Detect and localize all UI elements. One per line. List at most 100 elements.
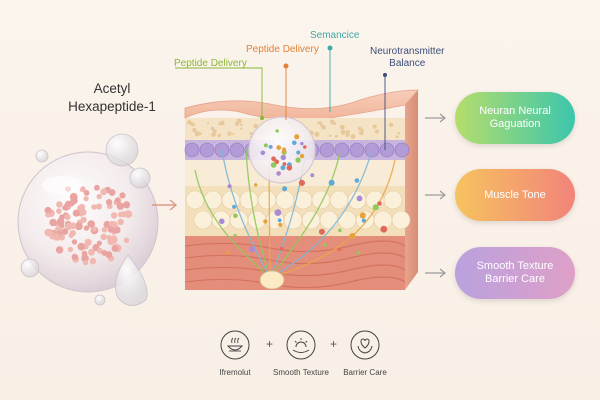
- ingredient-line-1: Acetyl: [93, 81, 131, 96]
- plus-separator-2: +: [330, 337, 338, 351]
- lens-molecule-dot: [263, 143, 268, 148]
- molecule-dot: [274, 209, 282, 217]
- peptide-particle: [91, 204, 97, 210]
- fat-cell: [391, 210, 411, 230]
- lens-molecule-dot: [296, 150, 301, 155]
- peptide-particle: [117, 218, 124, 226]
- heart-hands-icon: [350, 330, 380, 360]
- epidermis-dot: [187, 120, 192, 125]
- peptide-particle: [100, 233, 107, 241]
- epidermis-dot: [207, 122, 210, 125]
- peptide-particle: [64, 213, 71, 220]
- peptide-particle: [83, 190, 90, 196]
- peptide-particle: [96, 240, 102, 246]
- peptide-particle: [119, 192, 126, 199]
- molecule-dot: [323, 243, 327, 247]
- lens-molecule-dot: [303, 145, 307, 149]
- epidermis-dot: [321, 125, 326, 130]
- benefit-label-3: Barrier Care: [343, 368, 387, 377]
- peptide-particle: [103, 220, 111, 229]
- molecule-dot: [318, 228, 325, 235]
- molecule-dot: [377, 201, 382, 206]
- lens-molecule-dot: [282, 147, 287, 152]
- molecule-dot: [233, 233, 237, 237]
- fat-cell: [203, 190, 223, 210]
- peptide-particle: [123, 237, 130, 243]
- epidermis-dot: [319, 121, 323, 125]
- fat-cell: [193, 210, 213, 230]
- epidermis-dot: [388, 122, 394, 128]
- molecule-dot: [338, 228, 342, 233]
- peptide-particle: [91, 226, 97, 232]
- epidermis-dot: [199, 132, 202, 136]
- lens-molecule-dot: [276, 145, 282, 151]
- molecule-dot: [372, 204, 379, 211]
- outcome-pill-muscle-tone: Muscle Tone: [455, 169, 575, 221]
- lens-molecule-dot: [286, 165, 293, 171]
- epidermis-dot: [345, 130, 350, 134]
- peptide-particle: [106, 199, 113, 206]
- molecule-dot: [354, 178, 360, 183]
- epidermis-dot: [240, 123, 243, 127]
- label-neurotransmitter-line-1: Neurotransmitter: [370, 46, 445, 57]
- peptide-particle: [107, 226, 115, 233]
- peptide-particle: [123, 201, 131, 209]
- peptide-particle: [65, 200, 72, 207]
- lens-molecule-dot: [270, 162, 277, 168]
- lens-molecule-dot: [280, 165, 286, 171]
- peptide-particle: [108, 189, 116, 196]
- molecule-dot: [349, 233, 356, 240]
- molecule-dot: [356, 251, 361, 255]
- fat-cell: [383, 190, 403, 210]
- peptide-particle: [95, 203, 103, 210]
- purple-cell: [349, 142, 365, 158]
- epidermis-dot: [217, 133, 222, 138]
- outcome-muscle-line-1: Muscle Tone: [484, 188, 546, 201]
- peptide-particle: [82, 260, 89, 266]
- molecule-dot: [298, 179, 305, 186]
- epidermis-dot: [240, 127, 243, 130]
- peptide-particle: [49, 218, 57, 227]
- outcome-smooth-line-1: Smooth Texture: [476, 260, 554, 272]
- lens-molecule-dot: [275, 129, 279, 133]
- droplets: [20, 133, 151, 306]
- peptide-particle: [64, 222, 73, 231]
- peptide-particle: [62, 205, 68, 211]
- peptide-particle: [71, 253, 79, 261]
- label-peptide-delivery-green: Peptide Delivery: [174, 58, 247, 69]
- arrows-to-outcomes: [425, 113, 446, 278]
- fat-cell: [293, 190, 313, 210]
- molecule-dot: [249, 246, 256, 253]
- purple-cell: [184, 142, 200, 158]
- skin-cross-section: [184, 89, 419, 290]
- epidermis-dot: [249, 132, 253, 136]
- peptide-particle: [108, 220, 115, 227]
- peptide-particle: [55, 246, 64, 254]
- purple-cell: [334, 142, 350, 158]
- lens-molecule-dot: [292, 140, 297, 146]
- molecule-dot: [277, 218, 282, 223]
- epidermis-dot: [395, 135, 399, 139]
- lens-molecule-dot: [271, 156, 276, 162]
- peptide-particle: [72, 209, 80, 217]
- benefit-label-1: Ifremolut: [219, 368, 251, 377]
- benefit-label-2: Smooth Texture: [273, 368, 329, 377]
- lens-molecule-dot: [282, 162, 287, 166]
- peptide-particle: [74, 222, 83, 231]
- peptide-particle: [100, 188, 107, 196]
- peptide-sphere: [17, 151, 159, 293]
- arrow-to-skin: [152, 199, 178, 211]
- epidermis-dot: [334, 134, 338, 138]
- peptide-particle: [53, 233, 61, 241]
- epidermis-dot: [359, 130, 364, 136]
- molecule-dot: [328, 179, 335, 186]
- epidermis-dot: [372, 124, 377, 129]
- lens-molecule-dot: [282, 151, 287, 155]
- molecule-dot: [361, 218, 366, 223]
- peptide-particle: [110, 212, 118, 219]
- epidermis-dot: [339, 124, 345, 130]
- fat-cell: [275, 190, 295, 210]
